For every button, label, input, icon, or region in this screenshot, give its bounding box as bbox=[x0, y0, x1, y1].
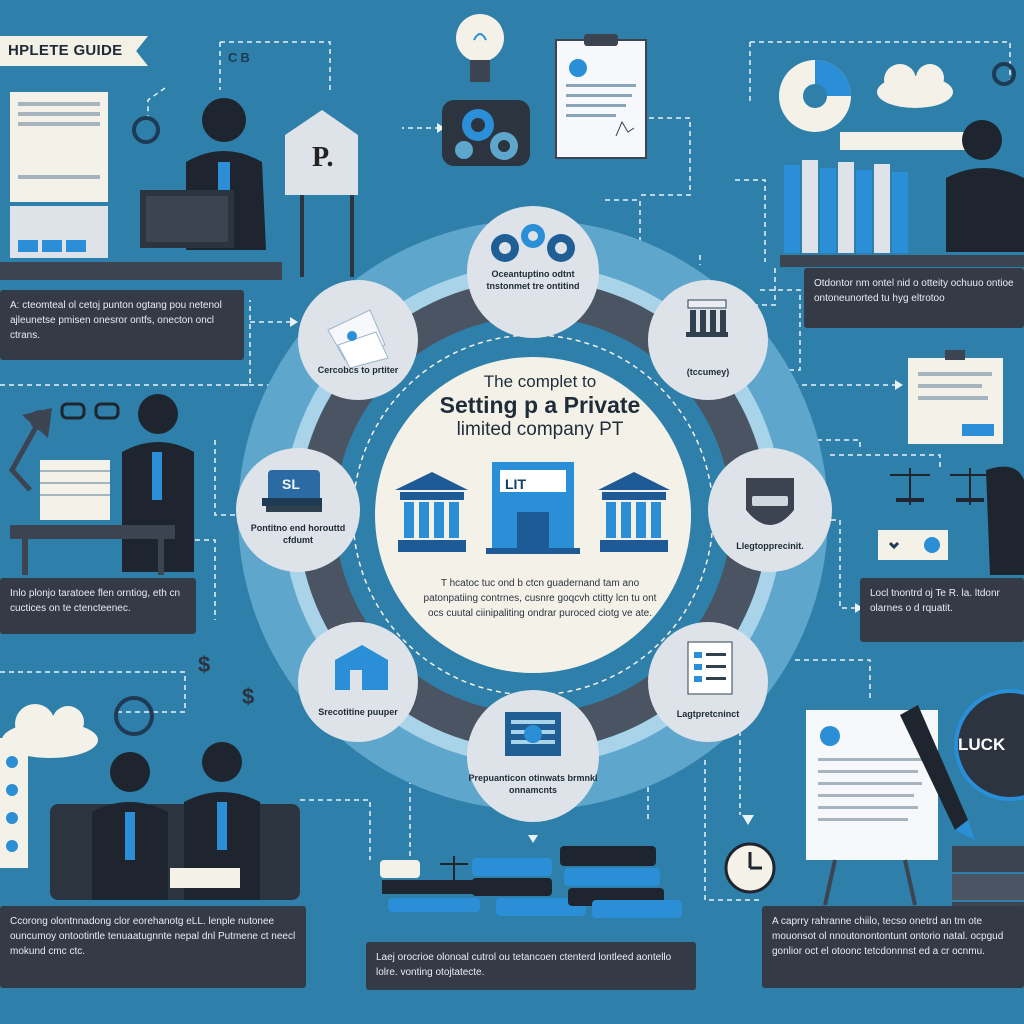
building-icon bbox=[686, 299, 728, 337]
money-stack-icon bbox=[262, 470, 322, 512]
guide-banner: HPLETE GUIDE bbox=[0, 36, 148, 66]
clipboard-icon bbox=[555, 34, 647, 159]
mid-left-office-scene bbox=[8, 394, 194, 575]
node-label-bottom: Prepuanticon otinwats brmnkl onnamcnts bbox=[468, 773, 598, 795]
gears-icon bbox=[491, 224, 575, 262]
panel-bottom-right: A caprry rahranne chiilo, tecso onetrd a… bbox=[762, 906, 1024, 988]
panel-bottom-center: Laej orocrioe olonoal cutrol ou tetancoe… bbox=[366, 942, 696, 990]
lucky-badge-text: LUCK bbox=[958, 735, 1006, 754]
certificate-icon bbox=[505, 712, 561, 756]
node-circle-top-right bbox=[648, 280, 768, 400]
dollar-symbol-2: $ bbox=[242, 684, 255, 709]
checklist-icon bbox=[687, 641, 733, 695]
node-label-bottom-left: Srecotitine puuper bbox=[318, 707, 398, 717]
panel-top-left: A: cteomteal ol cetoj punton ogtang pou … bbox=[0, 290, 244, 360]
bank-sign-text: LIT bbox=[505, 476, 526, 492]
house-icon bbox=[335, 645, 388, 690]
sign-letter: P. bbox=[312, 142, 334, 173]
bottom-right-office-scene bbox=[724, 689, 1024, 914]
node-label-bottom-right: Lagtpretcninct bbox=[676, 709, 740, 719]
bottom-center-books-scene bbox=[380, 846, 682, 918]
node-label-right: Llegtopprecinit. bbox=[736, 541, 804, 551]
node-label-top-right: (tccumey) bbox=[686, 367, 730, 377]
node-label-top: Oceantuptino odtnt tnstonmet tre ontitin… bbox=[486, 269, 580, 291]
shield-badge-icon bbox=[746, 478, 794, 525]
panel-top-right: Otdontor nm ontel nid o otteity ochuuo o… bbox=[804, 268, 1024, 328]
documents-icon bbox=[327, 309, 389, 369]
gears-machine-icon bbox=[442, 100, 530, 166]
center-title: The complet to Setting p a Private limit… bbox=[420, 372, 660, 441]
panel-mid-right: Locl tnontrd oj Te R. la. ltdonr olarnes… bbox=[860, 578, 1024, 642]
top-label: CB bbox=[228, 50, 253, 65]
money-badge-text: SL bbox=[282, 476, 300, 492]
node-label-left: Pontitno end horouttd cfdumt bbox=[250, 523, 346, 545]
bottom-left-office-scene bbox=[0, 696, 300, 900]
title-line-3: limited company PT bbox=[456, 419, 624, 440]
top-left-office-scene bbox=[0, 92, 358, 280]
top-right-office-scene bbox=[779, 60, 1024, 267]
dollar-symbol-1: $ bbox=[198, 652, 211, 677]
bank-buildings-illustration bbox=[395, 462, 670, 554]
center-description: T hcatoc tuc ond b ctcn guadernand tam a… bbox=[423, 578, 657, 619]
node-label-top-left: Cercobcs to prtiter bbox=[317, 365, 399, 375]
mid-right-office-scene bbox=[878, 350, 1024, 575]
title-line-2: Setting p a Private bbox=[439, 392, 641, 418]
panel-mid-left: Inlo plonjo taratoee flen orntiog, eth c… bbox=[0, 578, 196, 634]
title-line-1: The complet to bbox=[483, 372, 597, 391]
panel-bottom-left: Ccorong olontnnadong clor eorehanotg eLL… bbox=[0, 906, 306, 988]
lightbulb-icon bbox=[456, 14, 504, 82]
